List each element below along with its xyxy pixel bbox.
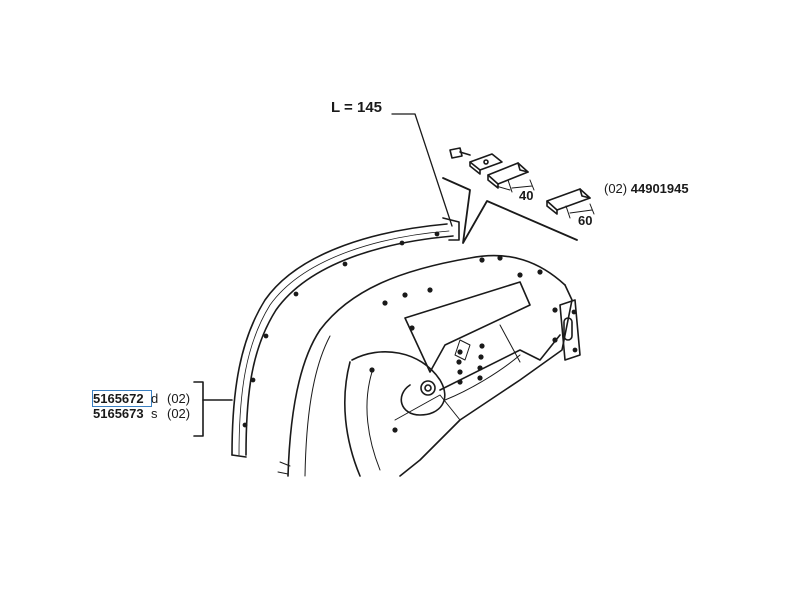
clip-reference-code: 44901945 xyxy=(630,181,689,196)
part-number-list: 5165672 d (02) 5165673 s (02) xyxy=(92,390,191,421)
length-label: L = 145 xyxy=(331,99,383,116)
clip-detail-bracket xyxy=(442,177,578,244)
length-callout-leader xyxy=(391,113,453,227)
part-row-right[interactable]: 5165672 d (02) xyxy=(92,390,191,407)
dimension-40-label: 40 xyxy=(519,188,534,203)
part-side: d xyxy=(151,391,159,406)
side-bracket xyxy=(559,299,581,361)
part-row-left[interactable]: 5165673 s (02) xyxy=(93,406,190,421)
dimension-60-label: 60 xyxy=(578,213,593,228)
clip-60 xyxy=(546,188,595,219)
part-number[interactable]: 5165673 xyxy=(93,406,144,421)
clip-reference-label: (02) 44901945 xyxy=(604,182,689,195)
clip-40 xyxy=(487,162,535,193)
part-side: s xyxy=(151,406,158,421)
part-qty: (02) xyxy=(167,406,191,421)
bolt-icon xyxy=(449,147,471,159)
fender-body xyxy=(277,254,573,477)
part-group-bracket xyxy=(193,381,233,437)
clip-reference-qty: (02) xyxy=(604,181,628,196)
part-number[interactable]: 5165672 xyxy=(92,390,152,407)
fender-edge-strip xyxy=(231,217,460,458)
clip-plate xyxy=(469,153,503,175)
part-qty: (02) xyxy=(167,391,191,406)
